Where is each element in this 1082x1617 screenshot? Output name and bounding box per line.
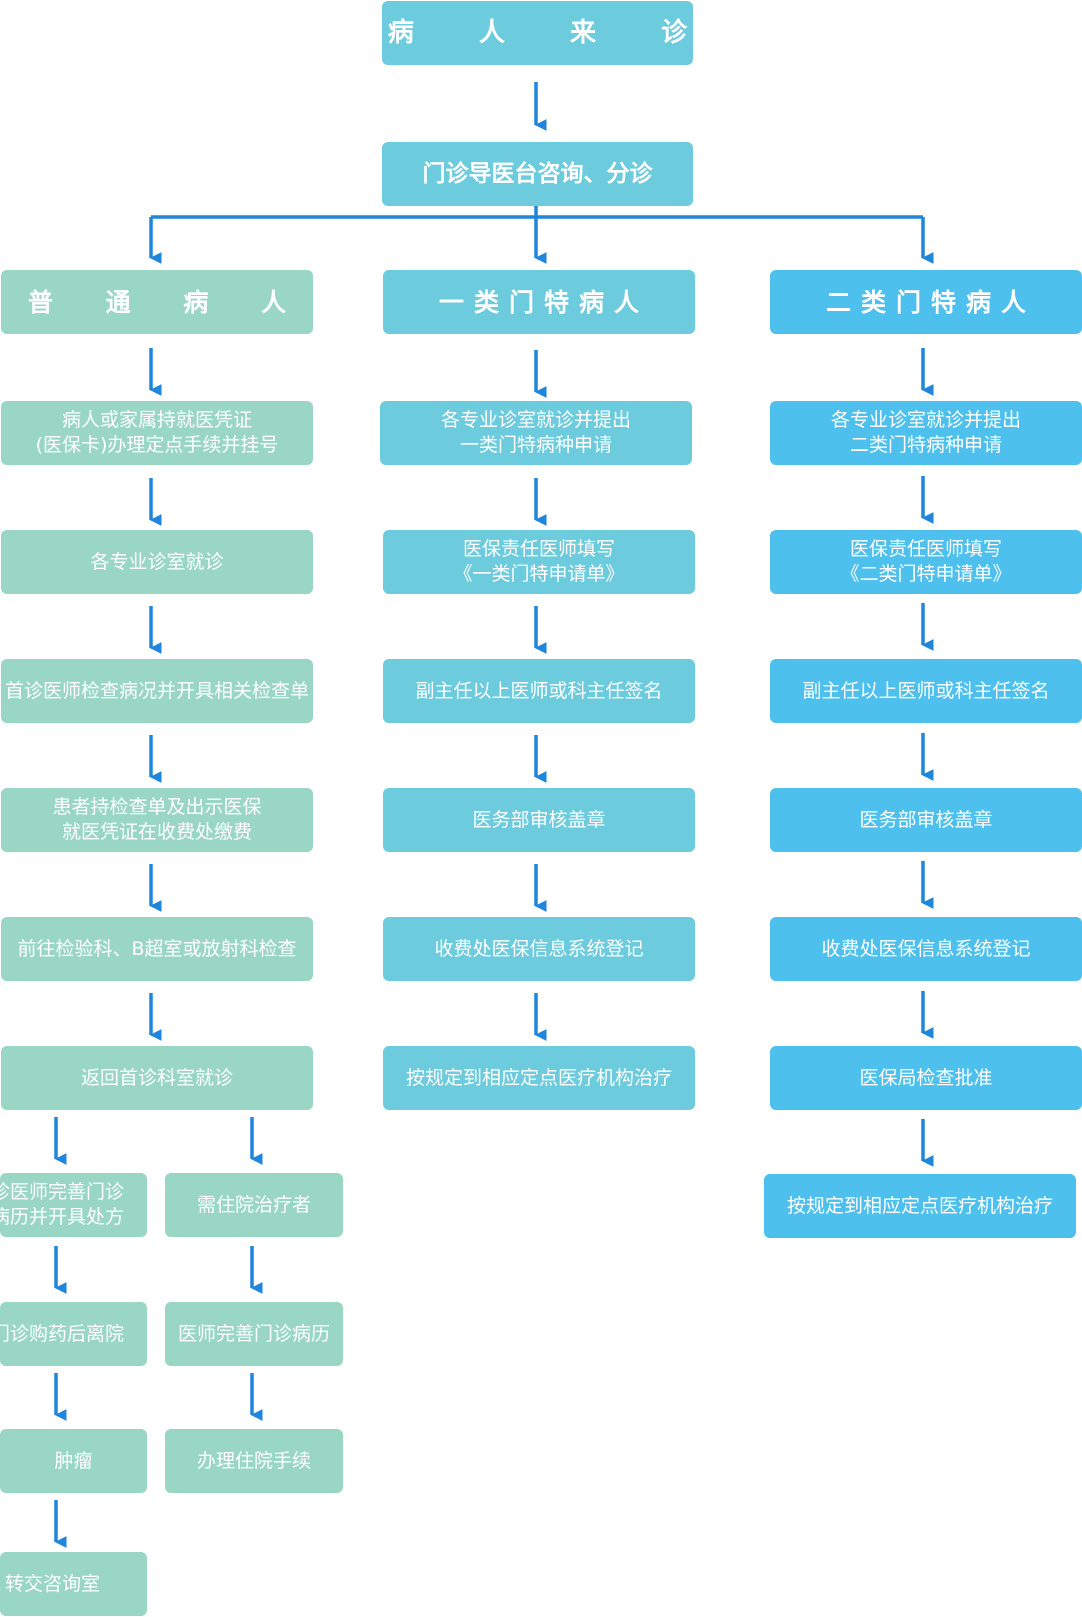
class1-step-text: 医务部审核盖章 xyxy=(472,808,606,831)
class1-step: 副主任以上医师或科主任签名 xyxy=(383,659,695,723)
triage-label: 门诊导医台咨询、分诊 xyxy=(422,160,653,187)
class2-step-text: 医保责任医师填写 《二类门特申请单》 xyxy=(840,538,1012,585)
class2-step-text: 收费处医保信息系统登记 xyxy=(821,937,1031,960)
class2-step-text: 各专业诊室就诊并提出 二类门特病种申请 xyxy=(830,409,1021,456)
ordinary-step-text: 首诊医师检查病况并开具相关检查单 xyxy=(4,679,309,702)
outpatient-step: 肿瘤 xyxy=(0,1429,147,1493)
class2-step: 各专业诊室就诊并提出 二类门特病种申请 xyxy=(770,401,1082,465)
class2-step-text: 副主任以上医师或科主任签名 xyxy=(802,679,1050,702)
ordinary-step-text: 病人或家属持就医凭证 (医保卡)办理定点手续并挂号 xyxy=(35,409,279,456)
start-label: 病 人 来 诊 xyxy=(387,17,693,48)
class1-step-text: 各专业诊室就诊并提出 一类门特病种申请 xyxy=(440,409,631,456)
class2-step-text: 医务部审核盖章 xyxy=(859,808,993,831)
ordinary-step: 病人或家属持就医凭证 (医保卡)办理定点手续并挂号 xyxy=(1,401,313,465)
class2-step: 医务部审核盖章 xyxy=(770,788,1082,852)
class1-step: 医保责任医师填写 《一类门特申请单》 xyxy=(383,530,695,594)
class2-step: 收费处医保信息系统登记 xyxy=(770,917,1082,981)
ordinary-step: 患者持检查单及出示医保 就医凭证在收费处缴费 xyxy=(1,788,313,852)
class2-step: 副主任以上医师或科主任签名 xyxy=(770,659,1082,723)
ordinary-header: 普 通 病 人 xyxy=(1,270,313,334)
ordinary-step-text: 前往检验科、B超室或放射科检查 xyxy=(17,937,297,960)
ordinary-step: 首诊医师检查病况并开具相关检查单 xyxy=(1,659,313,723)
ordinary-step-text: 患者持检查单及出示医保 就医凭证在收费处缴费 xyxy=(52,796,262,843)
inpatient-step-text: 办理住院手续 xyxy=(196,1449,311,1472)
class2-header-label: 二类门特病人 xyxy=(825,287,1036,317)
class2-step: 按规定到相应定点医疗机构治疗 xyxy=(764,1174,1076,1238)
class1-step: 收费处医保信息系统登记 xyxy=(383,917,695,981)
class2-step: 医保局检查批准 xyxy=(770,1046,1082,1110)
class2-step-text: 医保局检查批准 xyxy=(859,1066,993,1089)
triage-node: 门诊导医台咨询、分诊 xyxy=(382,142,693,206)
ordinary-step-text: 各专业诊室就诊 xyxy=(90,550,224,573)
outpatient-step: 诊医师完善门诊 病历并开具处方 xyxy=(0,1173,147,1237)
class1-step-text: 收费处医保信息系统登记 xyxy=(434,937,644,960)
ordinary-step: 前往检验科、B超室或放射科检查 xyxy=(1,917,313,981)
ordinary-step: 各专业诊室就诊 xyxy=(1,530,313,594)
class1-step: 按规定到相应定点医疗机构治疗 xyxy=(383,1046,695,1110)
class2-step: 医保责任医师填写 《二类门特申请单》 xyxy=(770,530,1082,594)
ordinary-step-text: 返回首诊科室就诊 xyxy=(80,1066,233,1089)
class2-step-text: 按规定到相应定点医疗机构治疗 xyxy=(786,1194,1053,1217)
class1-step-text: 医保责任医师填写 《一类门特申请单》 xyxy=(453,538,625,585)
inpatient-step-text: 需住院治疗者 xyxy=(196,1193,311,1216)
inpatient-step-text: 医师完善门诊病历 xyxy=(177,1322,330,1345)
class1-header-label: 一类门特病人 xyxy=(438,287,649,317)
class2-header: 二类门特病人 xyxy=(770,270,1082,334)
inpatient-step: 医师完善门诊病历 xyxy=(165,1302,343,1366)
inpatient-step: 办理住院手续 xyxy=(165,1429,343,1493)
class1-step-text: 副主任以上医师或科主任签名 xyxy=(415,679,663,702)
outpatient-step: 转交咨询室 xyxy=(0,1552,147,1616)
class1-step-text: 按规定到相应定点医疗机构治疗 xyxy=(405,1066,672,1089)
class1-step: 医务部审核盖章 xyxy=(383,788,695,852)
outpatient-step-text: 转交咨询室 xyxy=(5,1572,101,1595)
class1-step: 各专业诊室就诊并提出 一类门特病种申请 xyxy=(380,401,692,465)
outpatient-step-text: 诊医师完善门诊 病历并开具处方 xyxy=(0,1181,125,1228)
ordinary-step: 返回首诊科室就诊 xyxy=(1,1046,313,1110)
outpatient-step: 门诊购药后离院 xyxy=(0,1302,147,1366)
outpatient-step-text: 肿瘤 xyxy=(54,1449,93,1472)
ordinary-header-label: 普 通 病 人 xyxy=(27,287,309,317)
start-node: 病 人 来 诊 xyxy=(382,1,693,65)
class1-header: 一类门特病人 xyxy=(383,270,695,334)
outpatient-step-text: 门诊购药后离院 xyxy=(0,1322,125,1345)
inpatient-step: 需住院治疗者 xyxy=(165,1173,343,1237)
